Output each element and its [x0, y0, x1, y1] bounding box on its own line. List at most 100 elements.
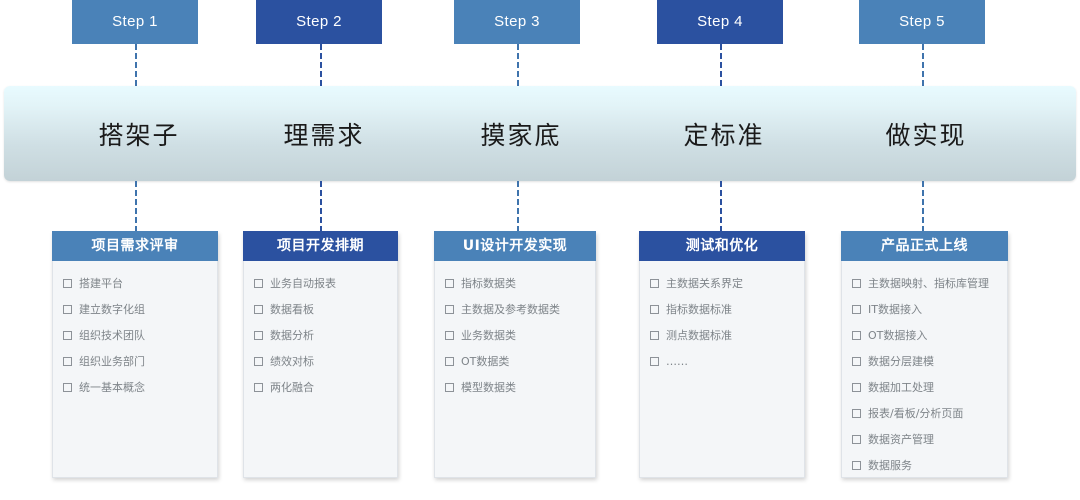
checkbox-square-icon — [445, 305, 454, 314]
step-chip-2[interactable]: Step 2 — [256, 0, 382, 44]
list-item[interactable]: 建立数字化组 — [63, 301, 209, 318]
list-item[interactable]: 数据分析 — [254, 327, 389, 344]
detail-card-body-1: 搭建平台建立数字化组组织技术团队组织业务部门统一基本概念 — [53, 261, 217, 415]
list-item[interactable]: 统一基本概念 — [63, 379, 209, 396]
list-item-label: 搭建平台 — [79, 277, 123, 290]
checkbox-square-icon — [445, 357, 454, 366]
list-item-label: 数据加工处理 — [868, 381, 934, 394]
step-chip-4[interactable]: Step 4 — [657, 0, 783, 44]
checkbox-square-icon — [63, 331, 72, 340]
phase-label-3: 摸家底 — [480, 120, 562, 150]
connector-line-bottom-1 — [135, 181, 137, 232]
list-item[interactable]: IT数据接入 — [852, 301, 999, 318]
list-item[interactable]: 主数据关系界定 — [650, 275, 796, 292]
connector-line-bottom-3 — [517, 181, 519, 232]
detail-card-body-5: 主数据映射、指标库管理 IT数据接入 OT数据接入数据分层建模数据加工处理报表/看板… — [842, 261, 1007, 493]
list-item-label: 指标数据类 — [461, 277, 516, 290]
list-item-label: 主数据映射、指标库管理 — [868, 277, 989, 290]
list-item[interactable]: 绩效对标 — [254, 353, 389, 370]
checkbox-square-icon — [63, 279, 72, 288]
detail-card-title-4: 测试和优化 — [639, 231, 805, 261]
list-item-label: 业务数据类 — [461, 329, 516, 342]
checkbox-square-icon — [445, 279, 454, 288]
list-item[interactable]: 主数据及参考数据类 — [445, 301, 587, 318]
list-item-label: 建立数字化组 — [79, 303, 145, 316]
list-item[interactable]: OT数据接入 — [852, 327, 999, 344]
connector-line-top-5 — [922, 44, 924, 86]
list-item-label: 主数据及参考数据类 — [461, 303, 560, 316]
checkbox-square-icon — [852, 383, 861, 392]
checkbox-square-icon — [254, 383, 263, 392]
list-item-label: 组织业务部门 — [79, 355, 145, 368]
list-item-label: 主数据关系界定 — [666, 277, 743, 290]
list-item[interactable]: …… — [650, 353, 796, 370]
list-item[interactable]: 主数据映射、指标库管理 — [852, 275, 999, 292]
list-item[interactable]: 报表/看板/分析页面 — [852, 405, 999, 422]
list-item-label: 绩效对标 — [270, 355, 314, 368]
list-item[interactable]: 数据服务 — [852, 457, 999, 474]
list-item-label: 业务自动报表 — [270, 277, 336, 290]
list-item[interactable]: 两化融合 — [254, 379, 389, 396]
list-item[interactable]: 指标数据类 — [445, 275, 587, 292]
list-item[interactable]: 指标数据标准 — [650, 301, 796, 318]
list-item-label: 组织技术团队 — [79, 329, 145, 342]
checkbox-square-icon — [852, 409, 861, 418]
detail-card-4[interactable]: 测试和优化主数据关系界定指标数据标准测点数据标准 …… — [639, 231, 805, 478]
list-item-label: 数据服务 — [868, 459, 912, 472]
connector-line-bottom-4 — [720, 181, 722, 232]
list-item-label: 数据资产管理 — [868, 433, 934, 446]
checkbox-square-icon — [852, 357, 861, 366]
checkbox-square-icon — [254, 331, 263, 340]
list-item[interactable]: 搭建平台 — [63, 275, 209, 292]
list-item[interactable]: 业务数据类 — [445, 327, 587, 344]
list-item[interactable]: 数据加工处理 — [852, 379, 999, 396]
checkbox-square-icon — [650, 331, 659, 340]
detail-card-title-2: 项目开发排期 — [243, 231, 398, 261]
detail-card-1[interactable]: 项目需求评审搭建平台建立数字化组组织技术团队组织业务部门统一基本概念 — [52, 231, 218, 478]
list-item[interactable]: 数据分层建模 — [852, 353, 999, 370]
checkbox-square-icon — [852, 331, 861, 340]
detail-card-2[interactable]: 项目开发排期业务自动报表数据看板数据分析绩效对标两化融合 — [243, 231, 398, 478]
detail-card-body-3: 指标数据类主数据及参考数据类业务数据类 OT数据类模型数据类 — [435, 261, 595, 415]
checkbox-square-icon — [852, 305, 861, 314]
step-chip-1[interactable]: Step 1 — [72, 0, 198, 44]
connector-line-bottom-5 — [922, 181, 924, 232]
list-item[interactable]: OT数据类 — [445, 353, 587, 370]
list-item[interactable]: 数据看板 — [254, 301, 389, 318]
detail-card-title-3: UI设计开发实现 — [434, 231, 596, 261]
list-item[interactable]: 组织业务部门 — [63, 353, 209, 370]
list-item-label: 数据看板 — [270, 303, 314, 316]
checkbox-square-icon — [650, 357, 659, 366]
checkbox-square-icon — [445, 331, 454, 340]
step-chip-5[interactable]: Step 5 — [859, 0, 985, 44]
phase-label-4: 定标准 — [683, 120, 765, 150]
detail-card-3[interactable]: UI设计开发实现指标数据类主数据及参考数据类业务数据类 OT数据类模型数据类 — [434, 231, 596, 478]
checkbox-square-icon — [852, 461, 861, 470]
list-item-label: IT数据接入 — [868, 303, 922, 316]
list-item-label: OT数据类 — [461, 355, 510, 368]
detail-card-body-2: 业务自动报表数据看板数据分析绩效对标两化融合 — [244, 261, 397, 415]
list-item[interactable]: 数据资产管理 — [852, 431, 999, 448]
checkbox-square-icon — [852, 279, 861, 288]
list-item-label: 统一基本概念 — [79, 381, 145, 394]
phase-label-2: 理需求 — [283, 120, 365, 150]
list-item[interactable]: 模型数据类 — [445, 379, 587, 396]
checkbox-square-icon — [445, 383, 454, 392]
checkbox-square-icon — [63, 305, 72, 314]
list-item[interactable]: 测点数据标准 — [650, 327, 796, 344]
detail-card-title-1: 项目需求评审 — [52, 231, 218, 261]
list-item[interactable]: 业务自动报表 — [254, 275, 389, 292]
checkbox-square-icon — [63, 357, 72, 366]
list-item[interactable]: 组织技术团队 — [63, 327, 209, 344]
checkbox-square-icon — [650, 305, 659, 314]
list-item-label: 数据分析 — [270, 329, 314, 342]
list-item-label: 两化融合 — [270, 381, 314, 394]
step-chip-3[interactable]: Step 3 — [454, 0, 580, 44]
list-item-label: 报表/看板/分析页面 — [868, 407, 964, 420]
checkbox-square-icon — [650, 279, 659, 288]
connector-line-bottom-2 — [320, 181, 322, 232]
checkbox-square-icon — [63, 383, 72, 392]
checkbox-square-icon — [254, 305, 263, 314]
list-item-label: OT数据接入 — [868, 329, 928, 342]
